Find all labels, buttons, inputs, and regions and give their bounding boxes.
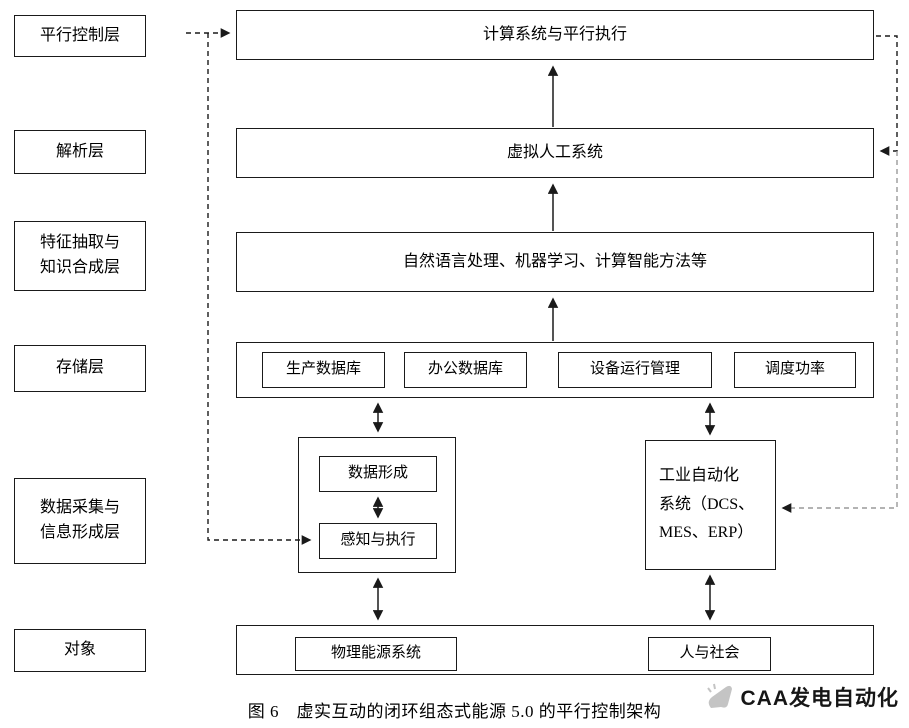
box-equipment-operation-management: 设备运行管理: [558, 352, 712, 388]
box-virtual-artificial-system: 虚拟人工系统: [236, 128, 874, 178]
dashed-right-to-industrial: [781, 151, 898, 513]
box-perception-execution: 感知与执行: [319, 523, 437, 559]
layer-label-feature-knowledge: 特征抽取与 知识合成层: [14, 221, 146, 291]
box-office-database: 办公数据库: [404, 352, 527, 388]
box-industrial-automation: 工业自动化 系统（DCS、 MES、ERP）: [645, 440, 776, 570]
box-human-society: 人与社会: [648, 637, 771, 671]
watermark-icon: [706, 683, 732, 708]
figure-caption: 图 6 虚实互动的闭环组态式能源 5.0 的平行控制架构: [247, 702, 662, 721]
box-data-formation: 数据形成: [319, 456, 437, 492]
watermark-label: CAA发电自动化: [740, 687, 899, 710]
layer-label-parallel-control: 平行控制层: [14, 15, 146, 57]
layer-label-storage: 存储层: [14, 345, 146, 392]
layer-label-object: 对象: [14, 629, 146, 672]
layer-label-data-collection: 数据采集与 信息形成层: [14, 478, 146, 564]
layer-label-analysis: 解析层: [14, 130, 146, 174]
box-production-database: 生产数据库: [262, 352, 385, 388]
box-physical-energy-system: 物理能源系统: [295, 637, 457, 671]
watermark: CAA发电自动化: [702, 680, 900, 714]
dashed-right-to-virtual: [876, 35, 898, 156]
box-dispatch-power: 调度功率: [734, 352, 856, 388]
box-ai-methods: 自然语言处理、机器学习、计算智能方法等: [236, 232, 874, 292]
box-computing-parallel-execution: 计算系统与平行执行: [236, 10, 874, 60]
